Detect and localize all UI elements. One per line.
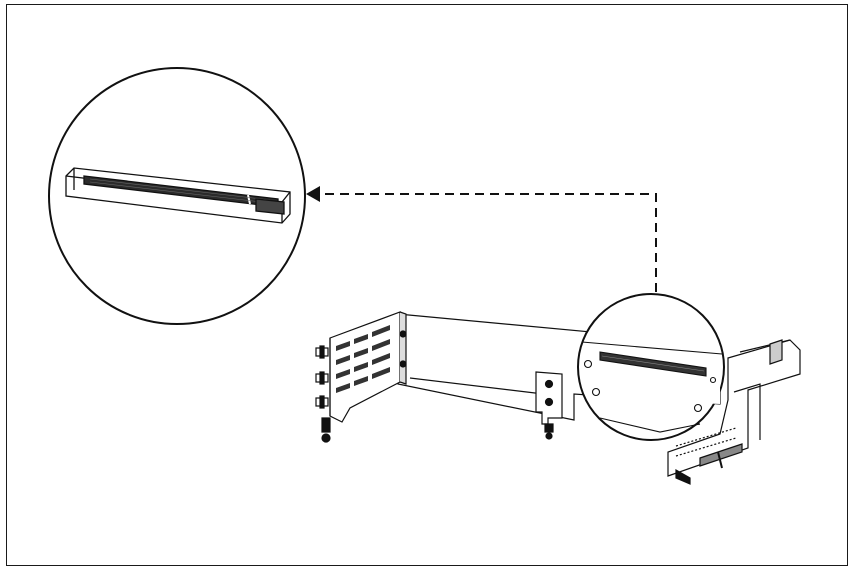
riser-cage <box>315 311 801 485</box>
center-bracket <box>535 371 563 440</box>
left-screws <box>315 345 331 443</box>
left-slot-panel <box>329 311 407 423</box>
slot-connector <box>581 341 723 433</box>
right-riser-bracket <box>667 339 801 485</box>
callout-arrow <box>306 186 657 292</box>
zoom-connector <box>65 167 291 224</box>
